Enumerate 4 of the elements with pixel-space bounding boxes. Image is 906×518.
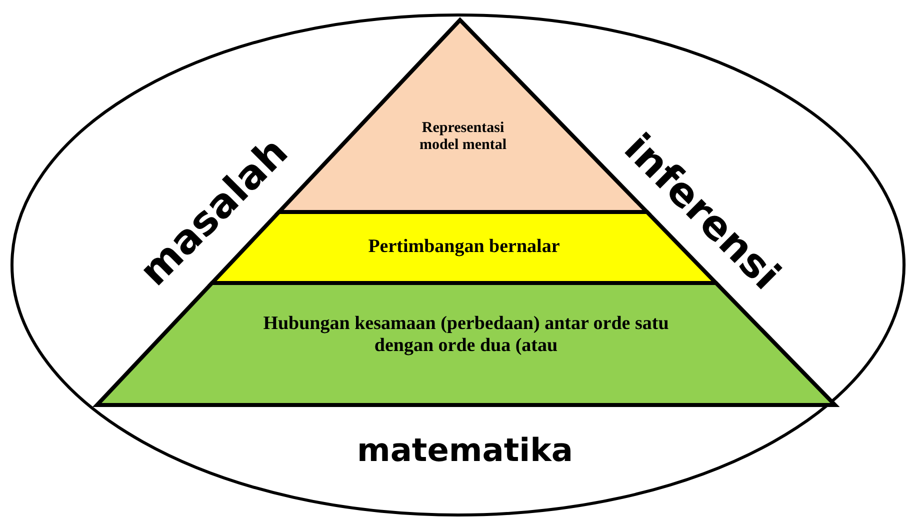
side-label: matematika [357, 431, 573, 469]
layer-label: Representasi model mental [418, 120, 508, 154]
layer-label: Pertimbangan bernalar [367, 236, 561, 258]
layer-label: Hubungan kesamaan (perbedaan) antar orde satu dengan orde dua (atau [262, 313, 670, 357]
